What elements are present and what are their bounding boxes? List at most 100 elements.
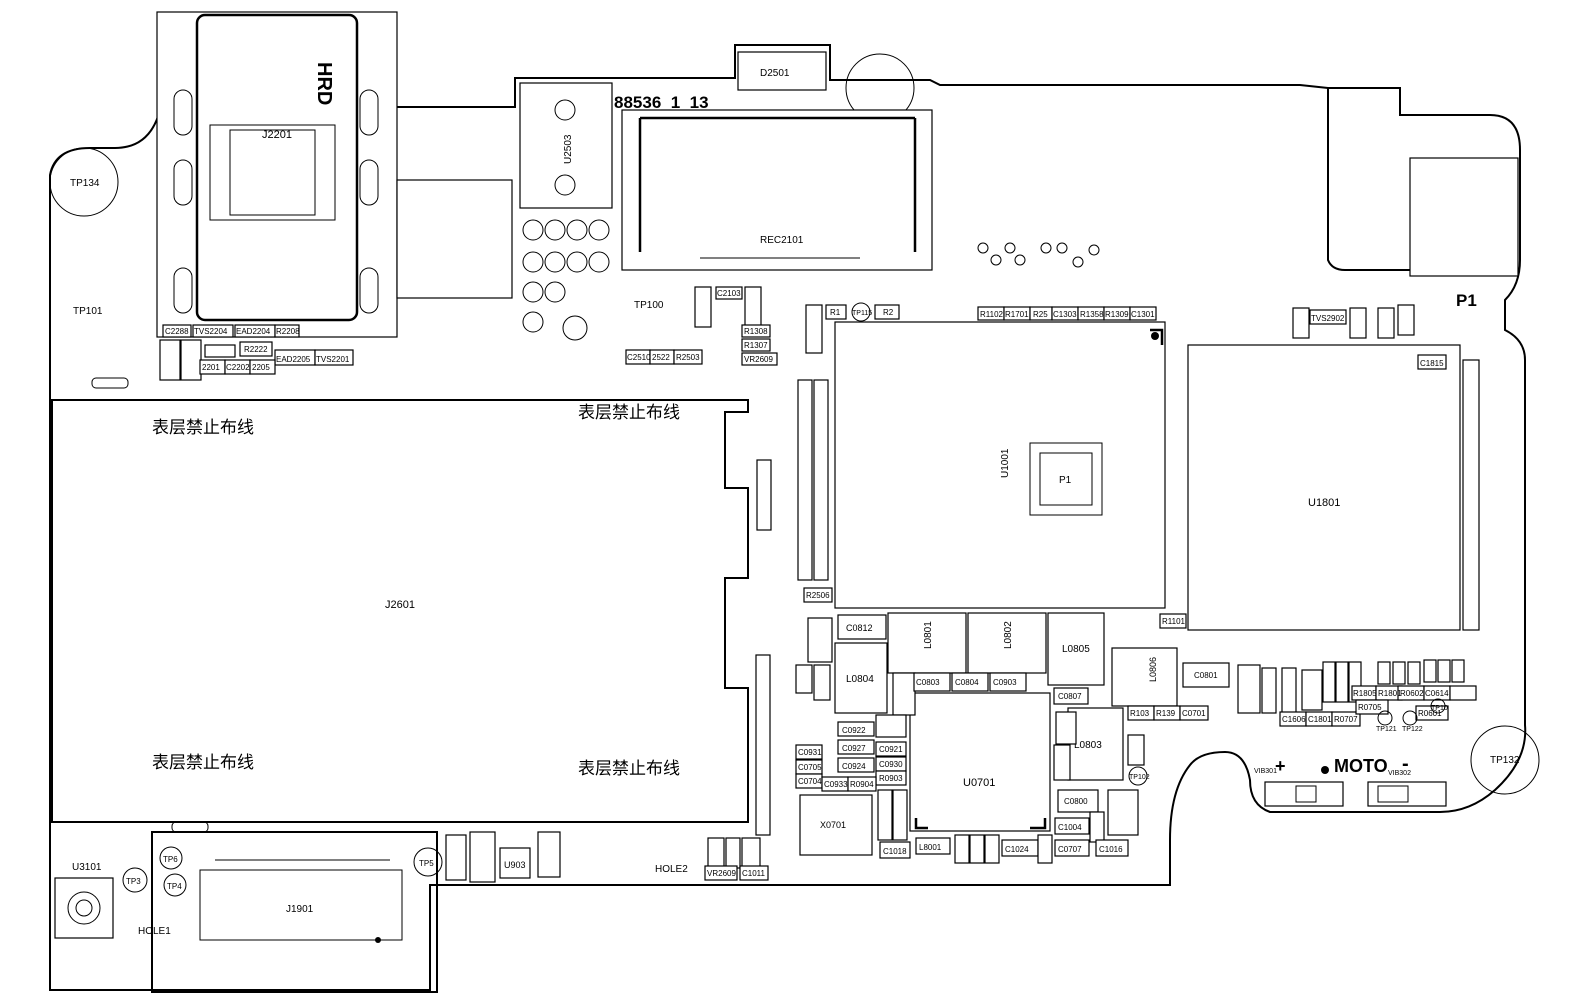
no-wire-text-2: 表层禁止布线 [578, 403, 680, 422]
j1901-label: J1901 [286, 904, 314, 915]
c808-body [469, 831, 496, 883]
svg-text:C2202: C2202 [226, 363, 250, 372]
svg-text:C1815: C1815 [1420, 359, 1444, 368]
moto-dot [1321, 766, 1329, 774]
moto-title: MOTO [1334, 756, 1388, 776]
tp4-label: TP4 [167, 882, 182, 891]
tp122-marker [1402, 710, 1418, 726]
vib301-contact [1295, 785, 1317, 803]
tp134-label: TP134 [70, 178, 100, 189]
vib301-label: VIB301 [1254, 768, 1277, 775]
svg-text:R1: R1 [830, 308, 841, 317]
tp3-label: TP3 [126, 877, 141, 886]
tp102-label: TP102 [1129, 774, 1150, 781]
tp100-label: TP100 [634, 300, 664, 311]
u0701-body [909, 692, 1051, 832]
svg-text:R1701: R1701 [1005, 310, 1029, 319]
tp101-label: TP101 [73, 306, 103, 317]
passive-cluster-left-top [159, 324, 354, 381]
svg-text:R0707: R0707 [1334, 715, 1358, 724]
svg-text:C0927: C0927 [842, 744, 866, 753]
c2803-body [537, 831, 561, 878]
passive-column-j2601-right [704, 459, 772, 881]
svg-text:L8001: L8001 [919, 843, 942, 852]
vib302-contact [1377, 785, 1409, 803]
svg-text:R2503: R2503 [676, 353, 700, 362]
tp3-marker [122, 867, 148, 893]
u0701-label: U0701 [963, 777, 995, 789]
tp132-label: TP132 [1490, 755, 1520, 766]
j1901-body [199, 859, 403, 941]
svg-text:C1801: C1801 [1308, 715, 1332, 724]
c0812-body [837, 614, 887, 640]
u0701-corner-marks [914, 818, 1047, 830]
no-wire-text-4: 表层禁止布线 [578, 759, 680, 778]
tp121-marker [1377, 710, 1393, 726]
svg-text:R0904: R0904 [850, 780, 874, 789]
l0801-label: L0801 [923, 621, 934, 649]
l0803-body [1067, 707, 1124, 781]
rec2101-frame [638, 116, 917, 252]
svg-text:2205: 2205 [252, 363, 270, 372]
hrd-connector-body [156, 11, 398, 338]
svg-text:R2222: R2222 [244, 345, 268, 354]
p1-label: P1 [1456, 291, 1477, 310]
svg-text:C0704: C0704 [798, 777, 822, 786]
u1001-center-pad [1039, 452, 1093, 506]
p1-connector [1409, 157, 1519, 277]
tp134-marker [49, 147, 119, 217]
svg-text:R0903: R0903 [879, 774, 903, 783]
u903-label: U903 [504, 860, 526, 870]
svg-text:R1102: R1102 [980, 310, 1004, 319]
svg-text:C1011: C1011 [742, 869, 766, 878]
svg-text:R2: R2 [883, 308, 894, 317]
moto-plus: + [1275, 756, 1286, 776]
hrd-connector-frame [195, 13, 359, 322]
l0802-body [967, 612, 1047, 674]
svg-text:TVS2201: TVS2201 [316, 355, 350, 364]
l0804-body [834, 642, 888, 714]
svg-text:C0803: C0803 [916, 678, 940, 687]
tp122-label: TP122 [1402, 726, 1423, 733]
tp5-label: TP5 [419, 859, 434, 868]
u3101-body [54, 877, 114, 939]
svg-text:C1004: C1004 [1058, 823, 1082, 832]
svg-text:C0807: C0807 [1058, 692, 1082, 701]
svg-text:R1308: R1308 [744, 327, 768, 336]
svg-text:C1018: C1018 [883, 847, 907, 856]
u1001-label: U1001 [1000, 448, 1011, 478]
j2201-label: J2201 [262, 129, 292, 141]
svg-text:TVS2204: TVS2204 [194, 327, 228, 336]
x0701-body [799, 794, 873, 856]
svg-text:C1606: C1606 [1282, 715, 1306, 724]
hole1-label: HOLE1 [138, 926, 171, 937]
svg-text:R1358: R1358 [1080, 310, 1104, 319]
tp115-label: TP115 [852, 310, 872, 317]
j2201-side-pad [396, 179, 513, 299]
passive-column-u1001-left [797, 304, 1187, 629]
u1001-center-frame [1029, 442, 1103, 516]
svg-text:C0801: C0801 [1194, 671, 1218, 680]
passive-cluster-mid-top [625, 286, 778, 366]
passive-cluster-u0701 [795, 617, 1145, 864]
svg-text:TVS2902: TVS2902 [1311, 314, 1345, 323]
svg-text:EAD2204: EAD2204 [236, 327, 271, 336]
l0805-body [1047, 612, 1105, 686]
tp6-marker [159, 846, 183, 870]
u3101-ring-outer [67, 891, 101, 925]
svg-text:C0933: C0933 [824, 780, 848, 789]
svg-text:R1307: R1307 [744, 341, 768, 350]
svg-text:C0930: C0930 [879, 760, 903, 769]
u2503-pin-2 [554, 174, 576, 196]
passive-row-top [977, 306, 1157, 321]
svg-text:R103: R103 [1130, 709, 1150, 718]
tp10-marker [1430, 698, 1446, 714]
j2601-outline [51, 399, 749, 823]
tp132-marker [1470, 725, 1540, 795]
l0802-label: L0802 [1003, 621, 1014, 649]
svg-text:C2288: C2288 [165, 327, 189, 336]
svg-text:R0601: R0601 [1418, 709, 1442, 718]
